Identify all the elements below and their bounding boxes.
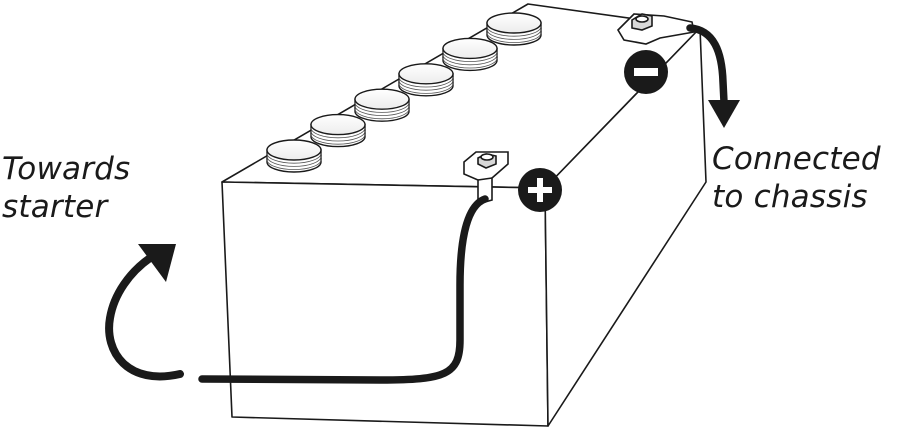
positive-terminal bbox=[463, 151, 509, 206]
connected-to-chassis-label: Connected to chassis bbox=[712, 140, 881, 216]
connected-to-chassis-line-1: Connected bbox=[712, 141, 881, 177]
curved-arrow-down-icon bbox=[708, 100, 740, 128]
curved-arrow-up-icon-shaft bbox=[105, 254, 184, 381]
negative-cable bbox=[686, 24, 728, 106]
towards-starter-label: Towards starter bbox=[2, 150, 130, 226]
connected-to-chassis-line-2: to chassis bbox=[712, 179, 868, 215]
cell-cap bbox=[310, 113, 366, 148]
curved-arrow-up-icon bbox=[138, 244, 176, 282]
cell-cap bbox=[486, 12, 542, 46]
battery-front-face bbox=[221, 181, 549, 427]
cell-caps bbox=[266, 12, 542, 173]
cell-cap bbox=[442, 37, 498, 72]
minus-circle-icon bbox=[624, 50, 668, 94]
cell-cap bbox=[266, 139, 322, 173]
towards-starter-line-2: starter bbox=[2, 189, 108, 225]
cell-cap bbox=[398, 63, 454, 97]
plus-circle-icon bbox=[518, 168, 562, 212]
cell-cap bbox=[354, 88, 410, 122]
towards-starter-line-1: Towards bbox=[2, 151, 131, 187]
positive-cable bbox=[198, 195, 489, 384]
negative-terminal bbox=[616, 13, 695, 45]
